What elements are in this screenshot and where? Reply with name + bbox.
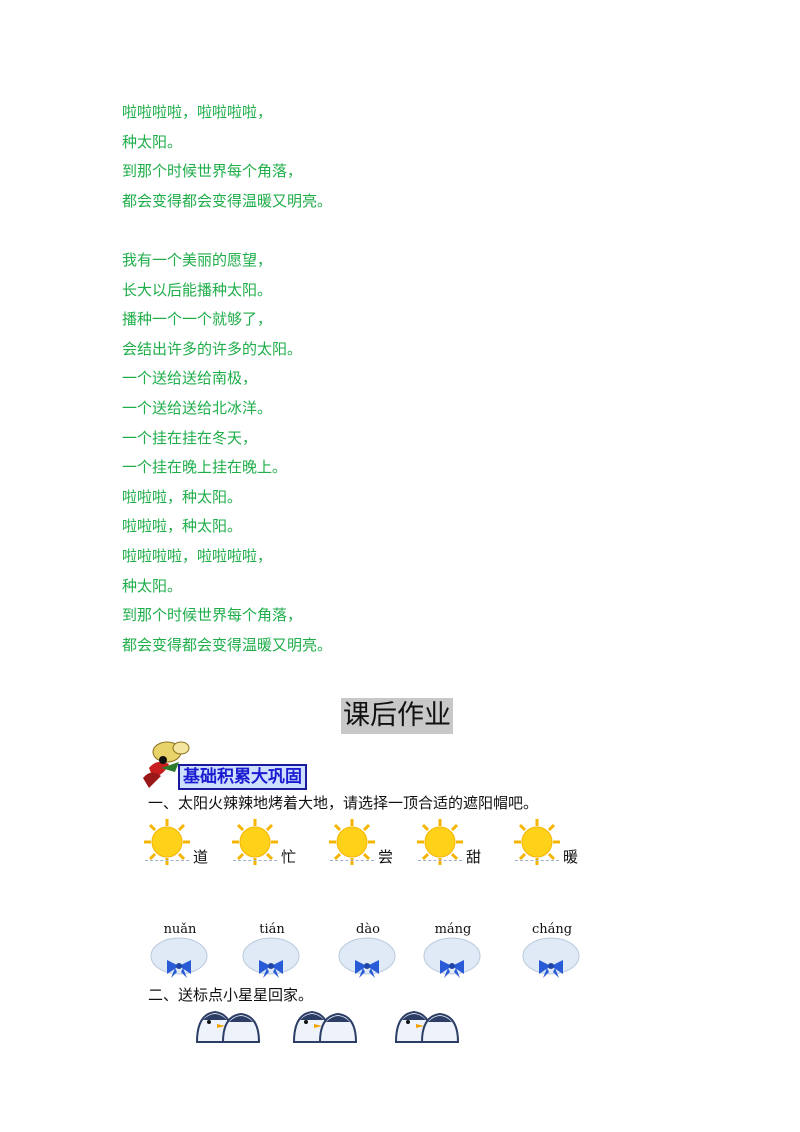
hat-pinyin: tián [259,922,285,937]
poem-line: 种太阳。 [122,576,183,595]
poem-line: 一个挂在挂在冬天， [122,428,258,447]
answer-line [145,860,189,861]
answer-line [233,860,277,861]
sun-icon [329,819,375,865]
homework-title: 课后作业 [341,698,453,734]
poem-line: 到那个时候世界每个角落， [122,606,303,625]
sun-card: 尝 [328,818,408,866]
stanza-gap [122,216,522,246]
sun-hat-icon [522,937,580,978]
poem-line: 都会变得都会变得温暖又明亮。 [122,635,333,654]
sun-hat-icon [242,937,300,978]
sun-hat-card: máng [418,922,488,978]
poem-line: 我有一个美丽的愿望， [122,250,273,269]
poem-lyrics: 啦啦啦啦，啦啦啦啦， 种太阳。 到那个时候世界每个角落， 都会变得都会变得温暖又… [122,98,522,660]
sun-hat-icon [338,937,396,978]
sun-character: 甜 [466,848,482,866]
poem-line: 一个送给送给北冰洋。 [122,398,273,417]
section-heading: 基础积累大巩固 [178,764,307,790]
poem-line: 种太阳。 [122,132,183,151]
answer-line [418,860,462,861]
poem-line: 播种一个一个就够了， [122,310,273,329]
sun-icon [514,819,560,865]
poem-line: 都会变得都会变得温暖又明亮。 [122,191,333,210]
sun-hat-icon [150,937,208,978]
mascot-icon [135,738,205,794]
sun-icon [232,819,278,865]
hat-pinyin: nuǎn [163,922,197,937]
hat-pinyin: cháng [531,922,573,937]
poem-line: 啦啦啦啦，啦啦啦啦， [122,103,273,121]
sun-card: 暖 [513,818,593,866]
poem-line: 啦啦啦，种太阳。 [122,487,243,506]
sun-character: 暖 [563,848,579,866]
sun-hat-icon [423,937,481,978]
answer-line [515,860,559,861]
hat-pinyin: dào [356,922,380,937]
penguin-icon [193,1006,265,1046]
sun-icon [417,819,463,865]
sun-hat-card: nuǎn [145,922,215,978]
sun-card: 忙 [231,818,311,866]
sun-hat-card: dào [333,922,403,978]
poem-line: 长大以后能播种太阳。 [122,280,273,299]
penguin-icon [392,1006,464,1046]
hat-pinyin: máng [434,922,472,937]
poem-line: 到那个时候世界每个角落， [122,162,303,181]
sun-icon [144,819,190,865]
sun-character: 忙 [281,848,297,866]
poem-line: 啦啦啦啦，啦啦啦啦， [122,546,273,565]
sun-card: 甜 [416,818,496,866]
sun-card: 道 [143,818,223,866]
sun-hat-card: cháng [517,922,587,978]
poem-line: 一个挂在晚上挂在晚上。 [122,458,288,477]
penguin-icon [290,1006,362,1046]
sun-character: 道 [193,848,209,866]
question-2: 二、送标点小星星回家。 [148,986,314,1004]
question-1: 一、太阳火辣辣地烤着大地，请选择一顶合适的遮阳帽吧。 [148,794,539,812]
poem-line: 啦啦啦，种太阳。 [122,517,243,536]
poem-line: 会结出许多的许多的太阳。 [122,339,303,358]
answer-line [330,860,374,861]
poem-line: 一个送给送给南极， [122,369,258,388]
sun-hat-card: tián [237,922,307,978]
sun-character: 尝 [378,848,394,866]
